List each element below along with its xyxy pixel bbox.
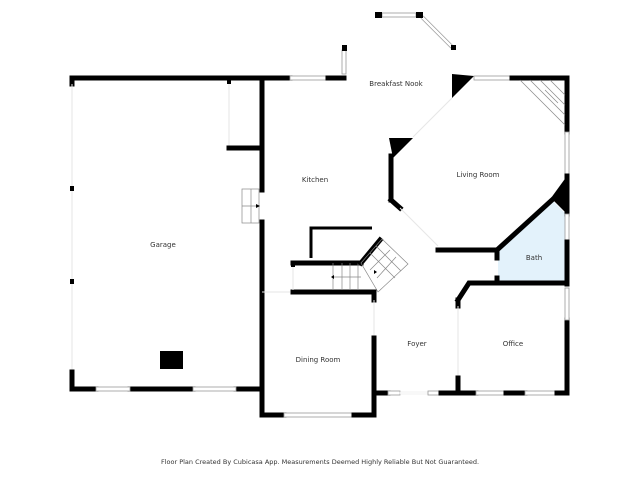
room-label-breakfast-nook: Breakfast Nook	[369, 80, 423, 88]
room-label-dining-room: Dining Room	[296, 356, 341, 364]
breakfast-nook-bay	[341, 12, 456, 75]
office-window-right	[564, 287, 570, 321]
living-room-walls	[387, 74, 570, 254]
kitchen-walls	[241, 75, 347, 418]
foyer-office-walls	[371, 280, 570, 396]
kitchen-window	[289, 75, 329, 81]
room-label-kitchen: Kitchen	[302, 176, 328, 184]
living-window-top	[473, 75, 513, 81]
footer-disclaimer: Floor Plan Created By Cubicasa App. Meas…	[160, 458, 480, 466]
room-label-office: Office	[503, 340, 523, 348]
dining-window	[283, 412, 355, 418]
living-window-right	[564, 131, 570, 175]
room-label-living-room: Living Room	[457, 171, 500, 179]
front-door	[399, 391, 429, 395]
room-label-garage: Garage	[150, 241, 176, 249]
dining-walls	[259, 291, 377, 418]
garage-window-1	[95, 386, 131, 392]
garage-walls	[69, 75, 293, 392]
staircase	[290, 226, 409, 303]
foyer-window-right	[427, 390, 441, 396]
office-window-2	[524, 390, 558, 396]
garage-window-2	[192, 386, 237, 392]
office-window-1	[475, 390, 507, 396]
room-label-bath: Bath	[526, 254, 542, 262]
foyer-window-left	[387, 390, 401, 396]
bath-area	[498, 200, 566, 282]
garage-block	[160, 351, 183, 369]
room-label-foyer: Foyer	[407, 340, 427, 348]
fireplace	[519, 79, 566, 126]
